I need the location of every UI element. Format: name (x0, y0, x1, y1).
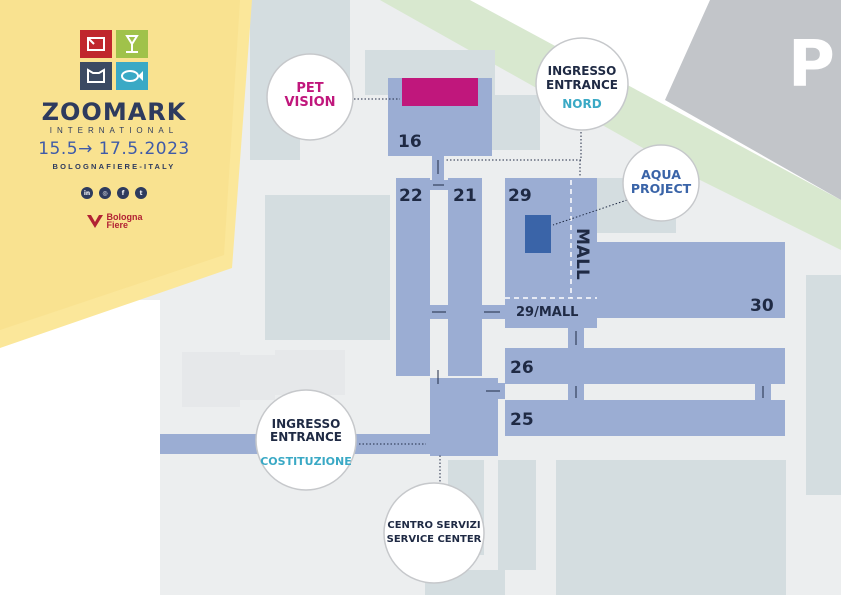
hall-22 (396, 178, 430, 376)
hall-29-label: 29 (508, 186, 532, 206)
hall-26-label: 26 (510, 358, 534, 378)
bubble-aqua-project[interactable]: AQUA PROJECT (622, 144, 700, 222)
servizi-line2: SERVICE CENTER (387, 534, 482, 545)
mall-outline (505, 180, 597, 299)
bubble-pet-vision[interactable]: PET VISION (266, 53, 354, 141)
nord-line1: INGRESSO (548, 64, 617, 78)
hub-connector (455, 383, 505, 399)
brand-panel-inner (0, 0, 240, 330)
costituzione-line3: COSTITUZIONE (260, 455, 352, 468)
connector-arrows (432, 160, 764, 398)
mall-29-label: 29/MALL (516, 305, 578, 320)
hall-30 (597, 242, 785, 318)
hall-25 (505, 400, 785, 436)
green-belt (380, 0, 841, 250)
outline-buildings (182, 350, 345, 407)
costituzione-line2: ENTRANCE (270, 430, 342, 444)
aqua-line1: AQUA (641, 167, 681, 182)
aqua-project-booth (525, 215, 551, 253)
servizi-line1: CENTRO SERVIZI (387, 520, 480, 531)
nord-line2: ENTRANCE (546, 78, 618, 92)
hall-21-label: 21 (453, 186, 477, 206)
pet-vision-booth (402, 78, 478, 106)
parking-area (665, 0, 841, 200)
mall-label: MALL (572, 228, 592, 280)
hall-16-label: 16 (398, 132, 422, 152)
pet-vision-line2: VISION (284, 95, 335, 110)
hall-30-label: 30 (750, 296, 774, 316)
hall-22-label: 22 (399, 186, 423, 206)
bubble-ingresso-nord[interactable]: INGRESSO ENTRANCE NORD (535, 37, 629, 131)
bubble-centro-servizi[interactable]: CENTRO SERVIZI SERVICE CENTER (383, 482, 485, 584)
costituzione-line1: INGRESSO (272, 417, 341, 431)
aqua-line2: PROJECT (631, 181, 692, 196)
outer-white-area (0, 300, 160, 595)
bubble-ingresso-costituzione[interactable]: INGRESSO ENTRANCE COSTITUZIONE (255, 389, 357, 491)
pet-vision-line1: PET (296, 81, 323, 96)
hall-25-label: 25 (510, 410, 534, 430)
parking-label: P (788, 28, 835, 102)
nord-line3: NORD (562, 97, 601, 111)
hall-21 (448, 178, 482, 376)
hall-26 (505, 348, 785, 384)
leader-lines (354, 98, 628, 492)
